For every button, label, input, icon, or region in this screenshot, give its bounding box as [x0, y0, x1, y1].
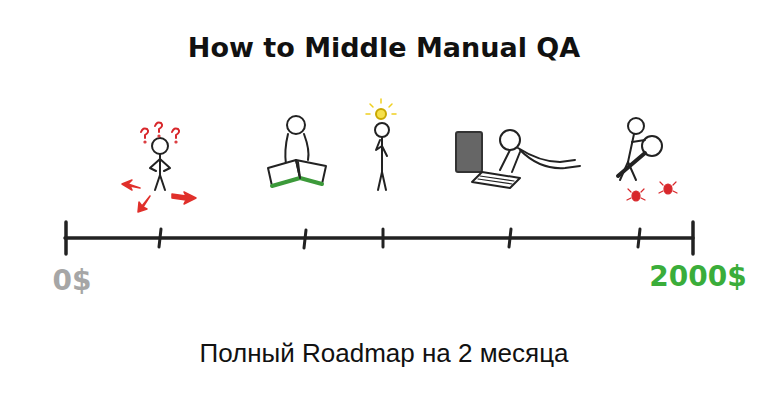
diagram-caption: Полный Roadmap на 2 месяца [200, 338, 569, 369]
diagram-title: How to Middle Manual QA [188, 32, 580, 63]
start-amount: 0$ [53, 264, 92, 297]
end-amount: 2000$ [649, 260, 746, 293]
